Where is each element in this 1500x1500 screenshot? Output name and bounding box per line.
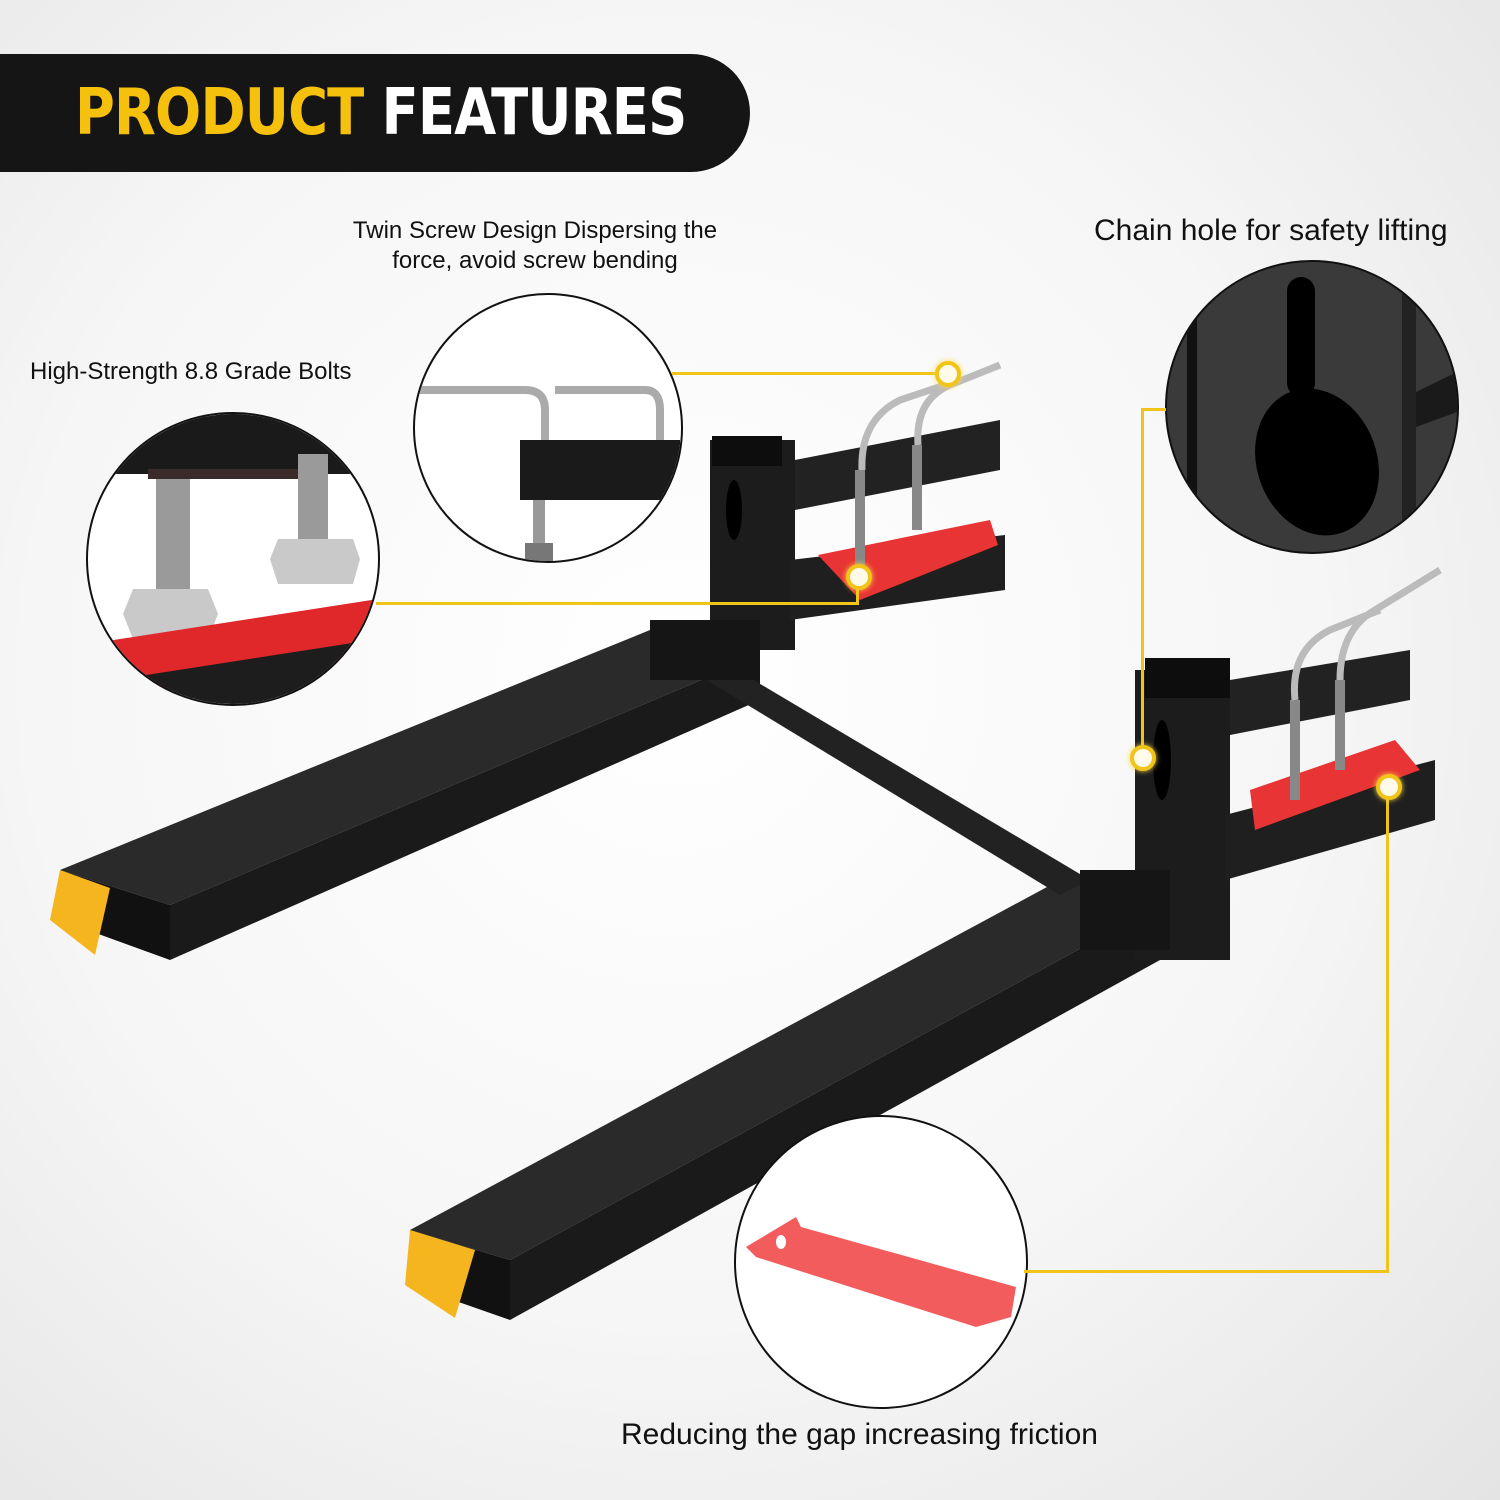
title-part-product: PRODUCT (75, 76, 364, 150)
right-friction-pad (1250, 740, 1420, 830)
chain-hole-label: Chain hole for safety lifting (1094, 214, 1448, 247)
chain-hole-callout-line (1141, 408, 1166, 411)
friction-pad-callout-dot (1376, 774, 1402, 800)
friction-pad-detail-circle (734, 1115, 1028, 1409)
page-title: PRODUCT FEATURES (75, 70, 688, 156)
friction-pad-callout-line-vertical (1386, 785, 1389, 1273)
chain-hole-detail-circle (1165, 260, 1459, 554)
twin-screw-callout-dot (935, 361, 961, 387)
bolts-label: High-Strength 8.8 Grade Bolts (30, 358, 352, 385)
friction-pad-callout-line (1024, 1270, 1388, 1273)
chain-hole-callout-dot (1130, 745, 1156, 771)
bolts-callout-line (376, 602, 858, 605)
right-fork-tip (405, 1230, 475, 1318)
title-part-features: FEATURES (381, 76, 688, 150)
left-fork-tip (50, 870, 110, 955)
header-banner (0, 54, 750, 172)
bolts-callout-dot (846, 564, 872, 590)
twin-screw-callout-line (672, 372, 940, 375)
chain-hole-callout-line-vertical (1141, 408, 1144, 753)
twin-screw-detail-circle (413, 293, 683, 563)
bolts-callout-line-vertical (856, 578, 859, 605)
bolts-detail-circle (86, 412, 380, 706)
twin-screw-label-line1: Twin Screw Design Dispersing the (352, 217, 718, 244)
twin-screw-label-line2: force, avoid screw bending (392, 247, 678, 274)
friction-pad-label: Reducing the gap increasing friction (621, 1418, 1098, 1451)
twin-screw-label: Twin Screw Design Dispersing the force, … (320, 216, 750, 276)
